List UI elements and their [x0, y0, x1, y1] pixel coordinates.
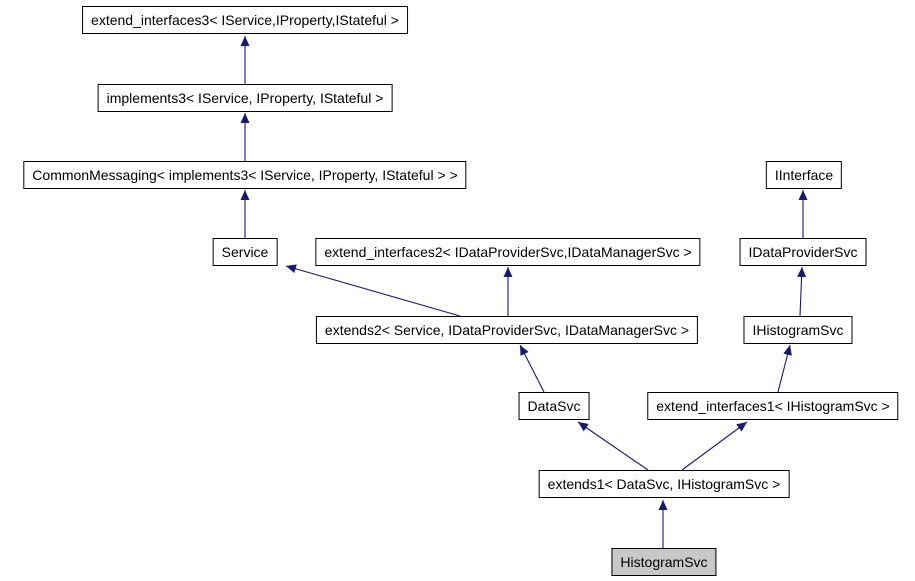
edge-extends2-to-service [285, 264, 461, 317]
edge-datasvc-to-extends2 [519, 344, 545, 393]
node-extend-interfaces2[interactable]: extend_interfaces2< IDataProviderSvc,IDa… [315, 238, 701, 266]
node-histogramsvc: HistogramSvc [611, 548, 717, 576]
node-service[interactable]: Service [212, 238, 278, 266]
edge-extend_interfaces1-to-ihistogramsvc [777, 344, 792, 393]
node-commonmessaging[interactable]: CommonMessaging< implements3< IService, … [23, 161, 467, 189]
edge-extends1-to-extend_interfaces1 [681, 421, 748, 471]
edge-extends1-to-datasvc [577, 421, 649, 471]
node-datasvc[interactable]: DataSvc [518, 392, 590, 420]
node-extends1[interactable]: extends1< DataSvc, IHistogramSvc > [538, 470, 790, 498]
node-implements3[interactable]: implements3< IService, IProperty, IState… [97, 84, 393, 112]
node-extend-interfaces3[interactable]: extend_interfaces3< IService,IProperty,I… [82, 6, 408, 34]
node-iinterface[interactable]: IInterface [765, 161, 843, 189]
node-extends2[interactable]: extends2< Service, IDataProviderSvc, IDa… [315, 316, 699, 344]
node-idataprovidersvc[interactable]: IDataProviderSvc [739, 238, 867, 266]
edge-ihistogramsvc-to-idataprovidersvc [797, 266, 807, 317]
node-extend-interfaces1[interactable]: extend_interfaces1< IHistogramSvc > [647, 392, 899, 420]
node-ihistogramsvc[interactable]: IHistogramSvc [743, 316, 853, 344]
